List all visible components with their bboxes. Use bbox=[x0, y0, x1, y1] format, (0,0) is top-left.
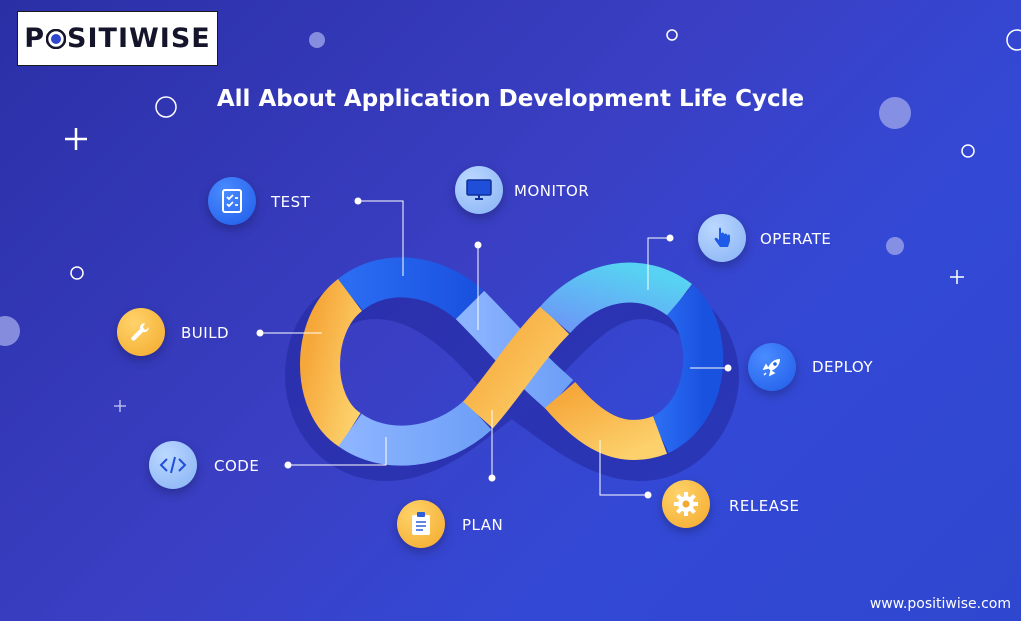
stage-label-code: CODE bbox=[214, 457, 260, 475]
monitor-icon bbox=[455, 166, 503, 214]
stage-label-test: TEST bbox=[271, 193, 311, 211]
stage-label-release: RELEASE bbox=[729, 497, 800, 515]
checklist-icon bbox=[208, 177, 256, 225]
logo-text-start: P bbox=[24, 23, 46, 54]
wrench-icon bbox=[117, 308, 165, 356]
stage-label-deploy: DEPLOY bbox=[812, 358, 874, 376]
logo-text-end: SITIWISE bbox=[67, 23, 211, 54]
website-url[interactable]: www.positiwise.com bbox=[869, 596, 1011, 612]
stage-label-build: BUILD bbox=[181, 324, 230, 342]
rocket-icon bbox=[748, 343, 796, 391]
stage-label-operate: OPERATE bbox=[760, 230, 832, 248]
gear-icon bbox=[662, 480, 710, 528]
globe-icon bbox=[46, 28, 67, 49]
positiwise-logo[interactable]: P SITIWISE bbox=[17, 11, 218, 66]
stage-label-plan: PLAN bbox=[462, 516, 504, 534]
stage-label-monitor: MONITOR bbox=[514, 182, 590, 200]
code-brackets-icon bbox=[149, 441, 197, 489]
clipboard-icon bbox=[397, 500, 445, 548]
page-title: All About Application Development Life C… bbox=[216, 86, 805, 112]
pointer-hand-icon bbox=[698, 214, 746, 262]
